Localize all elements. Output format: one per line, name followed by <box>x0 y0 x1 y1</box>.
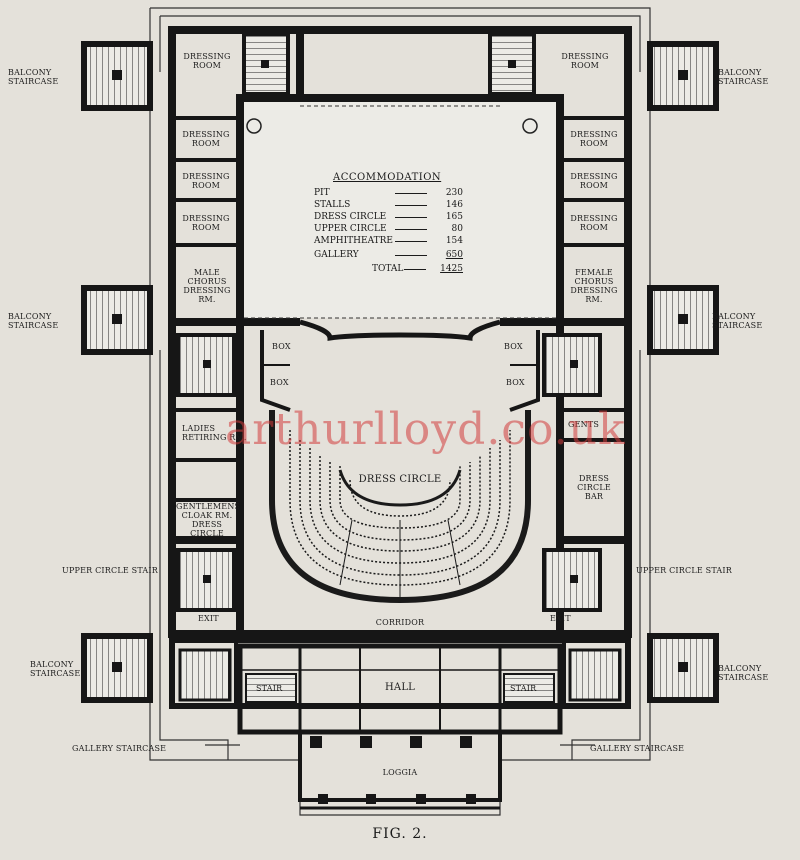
box-label: BOX <box>270 378 289 387</box>
accommodation-dash <box>395 205 427 206</box>
male-chorus-dressing-label: MALE CHORUS DRESSING RM. <box>183 268 231 304</box>
dressing-room-label: DRESSING ROOM <box>182 130 230 148</box>
accommodation-row-value: 146 <box>445 200 463 210</box>
hall-label: HALL <box>384 682 416 693</box>
balcony-staircase-label: BALCONY STAIRCASE <box>30 660 81 678</box>
stage-wheel-left <box>246 118 262 134</box>
accommodation-row-value: 154 <box>445 236 463 246</box>
accommodation-dash <box>395 193 427 194</box>
accommodation-dash <box>395 229 427 230</box>
exit-label: EXIT <box>550 614 571 623</box>
accommodation-row-value: 230 <box>445 188 463 198</box>
accommodation-dash <box>395 255 427 256</box>
balcony-staircase-label: BALCONY STAIRCASE <box>8 68 59 86</box>
accommodation-row-name: AMPHITHEATRE <box>314 236 393 246</box>
gents-label: GENTS <box>568 420 600 429</box>
stair-hall-left <box>245 673 297 703</box>
balcony-staircase-label: BALCONY STAIRCASE <box>8 312 59 330</box>
accommodation-dash <box>395 241 427 242</box>
dressing-room-label: DRESSING ROOM <box>570 214 618 232</box>
accommodation-row-name: GALLERY <box>314 250 359 260</box>
accommodation-row-name: DRESS CIRCLE <box>314 212 387 222</box>
balcony-staircase-label: BALCONY STAIRCASE <box>718 664 769 682</box>
accommodation-total-value: 1425 <box>440 264 463 274</box>
dress-circle-bar-label: DRESS CIRCLE BAR <box>577 474 611 501</box>
dressing-room-label: DRESSING ROOM <box>570 172 618 190</box>
outer-boundary <box>149 7 651 816</box>
exit-label: EXIT <box>198 614 219 623</box>
stair-label: STAIR <box>256 684 283 693</box>
stair-exit-left <box>178 648 232 702</box>
accommodation-total-label: TOTAL <box>372 264 404 274</box>
entrance-block <box>169 630 631 735</box>
dressing-room-label: DRESSING ROOM <box>182 214 230 232</box>
dressing-room-label: DRESSING ROOM <box>182 172 230 190</box>
upper-circle-stair-label: UPPER CIRCLE STAIR <box>636 566 732 575</box>
loggia-columns <box>310 736 476 804</box>
dressing-room-label: DRESSING ROOM <box>570 130 618 148</box>
balcony-staircase-label: BALCONY STAIRCASE <box>712 312 763 330</box>
upper-circle-stair-label: UPPER CIRCLE STAIR <box>62 566 158 575</box>
stair-mid-left <box>176 333 236 397</box>
dressing-room-label: DRESSING ROOM <box>183 52 231 70</box>
gallery-staircase-label: GALLERY STAIRCASE <box>590 744 685 753</box>
gentlemens-cloak-room-label: GENTLEMENS CLOAK RM. DRESS CIRCLE <box>176 502 241 538</box>
loggia-label: LOGGIA <box>382 768 418 777</box>
figure-caption: FIG. 2. <box>372 826 428 842</box>
gallery-stair-paths <box>159 636 641 760</box>
balcony-staircase-label: BALCONY STAIRCASE <box>718 68 769 86</box>
box-label: BOX <box>506 378 525 387</box>
female-chorus-dressing-label: FEMALE CHORUS DRESSING RM. <box>570 268 618 304</box>
accommodation-dash <box>404 269 426 270</box>
accommodation-row-value: 650 <box>445 250 463 260</box>
gallery-staircase-label: GALLERY STAIRCASE <box>72 744 167 753</box>
corridor-label: CORRIDOR <box>375 618 425 627</box>
stair-hall-right <box>503 673 555 703</box>
loggia <box>298 732 502 810</box>
boxes <box>260 330 540 412</box>
accommodation-row-name: UPPER CIRCLE <box>314 224 387 234</box>
box-label: BOX <box>272 342 291 351</box>
stair-exit-right <box>568 648 622 702</box>
dress-circle-seating <box>269 410 531 604</box>
accommodation-dash <box>395 217 427 218</box>
proscenium <box>299 319 501 341</box>
watermark: arthurlloyd.co.uk <box>225 404 626 455</box>
dress-circle-label: DRESS CIRCLE <box>358 474 442 485</box>
stair-wells <box>112 60 688 672</box>
ladies-retiring-room-label: LADIES RETIRING RM. <box>182 424 247 442</box>
box-label: BOX <box>504 342 523 351</box>
dressing-room-label: DRESSING ROOM <box>561 52 609 70</box>
stage-wheel-right <box>522 118 538 134</box>
accommodation-row-value: 80 <box>451 224 463 234</box>
accommodation-title: ACCOMMODATION <box>333 172 442 183</box>
accommodation-row-name: STALLS <box>314 200 351 210</box>
stage-area <box>244 102 556 318</box>
accommodation-row-value: 165 <box>445 212 463 222</box>
dressing-room-walls <box>176 116 624 502</box>
accommodation-row-name: PIT <box>314 188 330 198</box>
stair-label: STAIR <box>510 684 537 693</box>
